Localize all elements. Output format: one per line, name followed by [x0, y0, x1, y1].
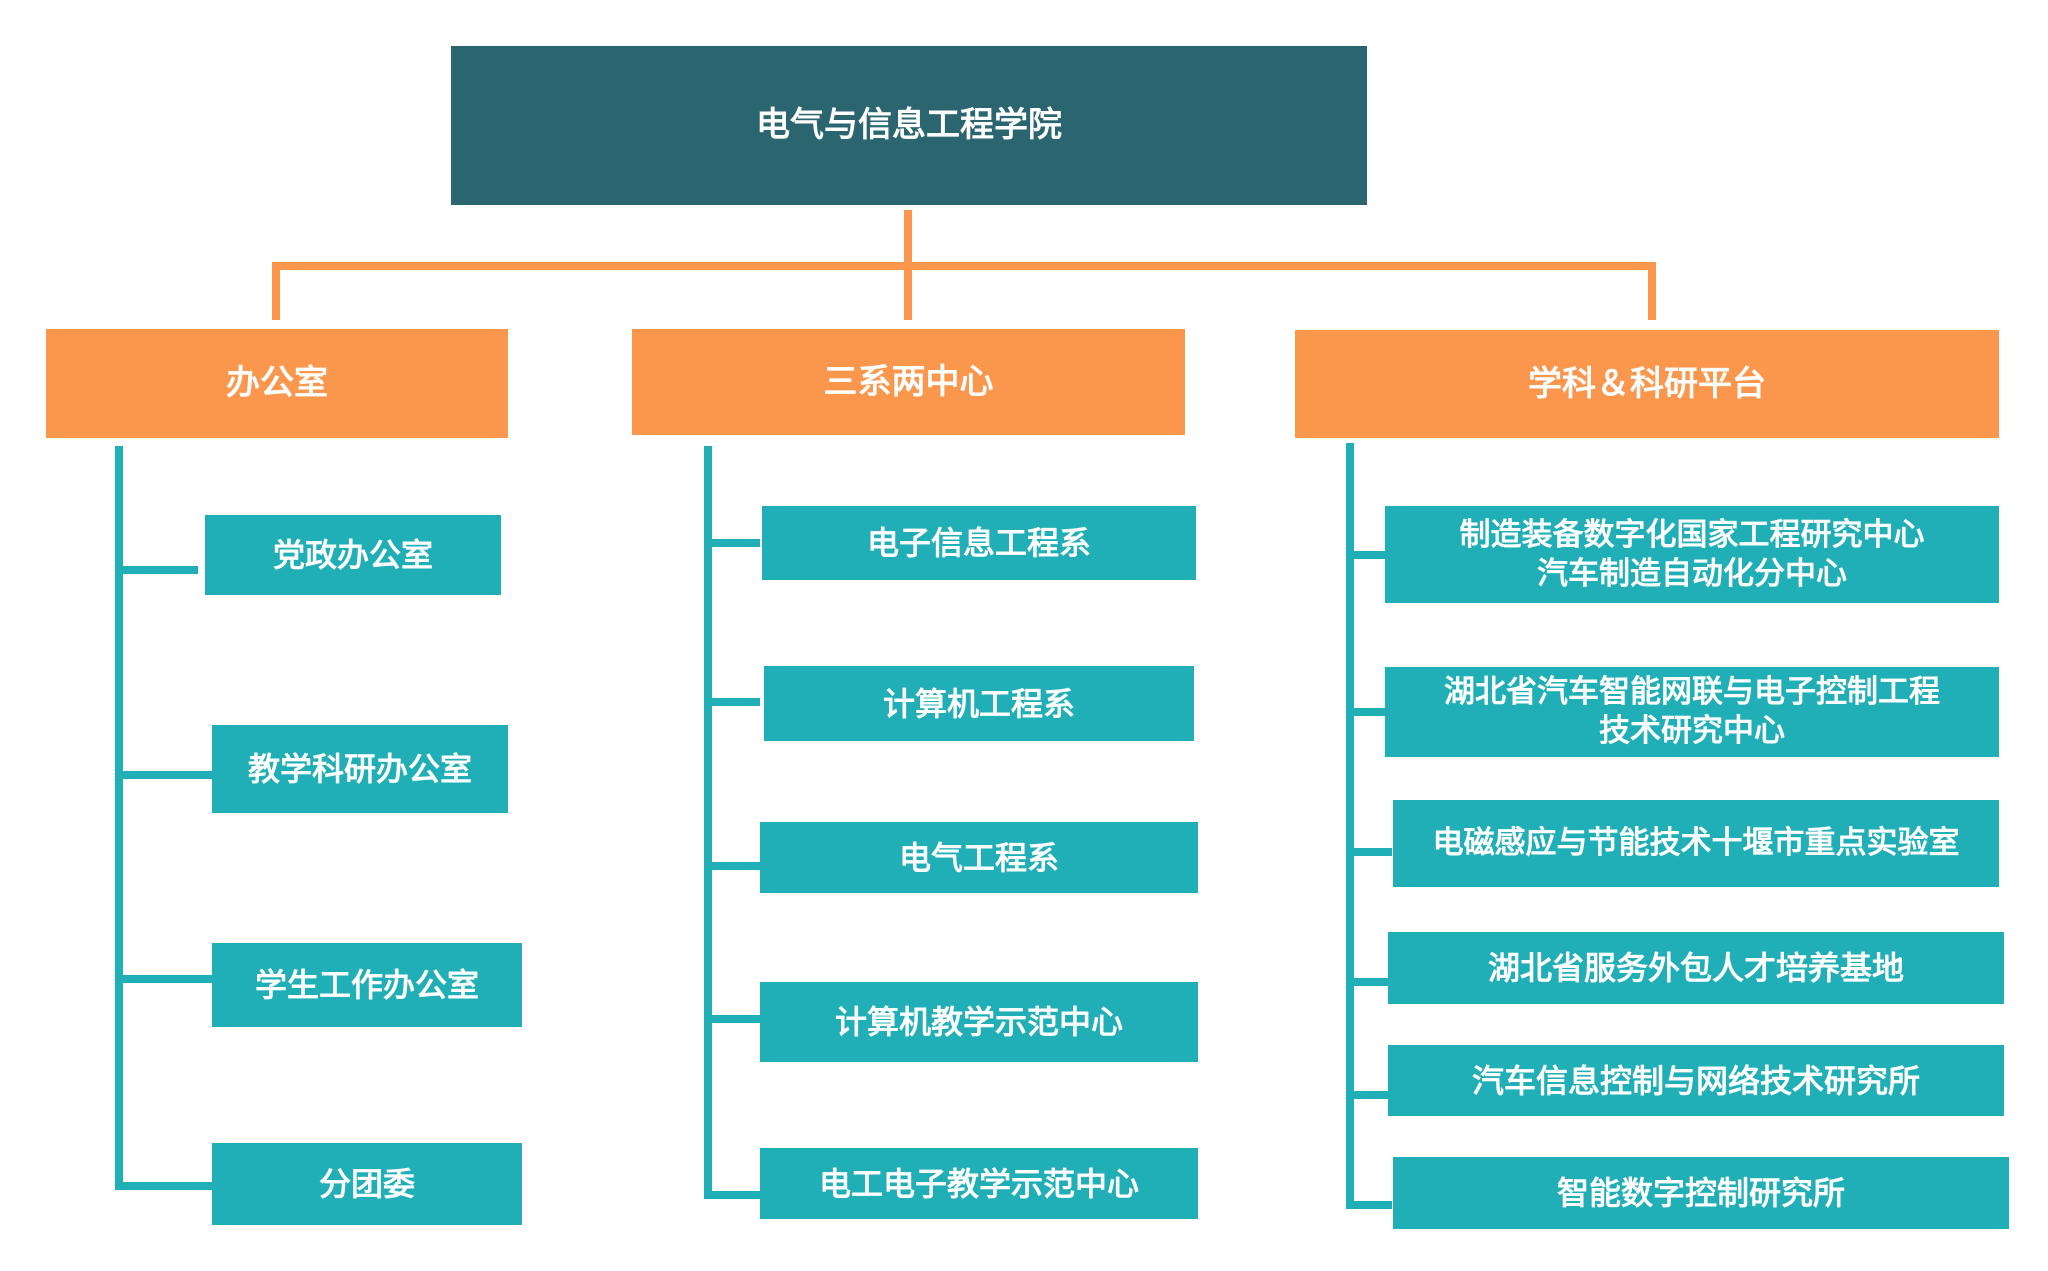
- category-label: 办公室: [226, 363, 328, 404]
- unit-label: 电磁感应与节能技术十堰市重点实验室: [1432, 825, 1960, 862]
- unit-node: 电气工程系: [760, 822, 1198, 893]
- root-connectors: [272, 210, 1656, 320]
- category-label: 学科＆科研平台: [1528, 363, 1766, 404]
- category-label: 三系两中心: [823, 361, 994, 402]
- root-label: 电气与信息工程学院: [756, 105, 1062, 146]
- unit-node: 计算机工程系: [764, 666, 1194, 741]
- root-branch-line: [272, 262, 1656, 320]
- category-node-office: 办公室: [46, 329, 508, 438]
- unit-label: 电子信息工程系: [866, 524, 1091, 562]
- unit-label: 计算机教学示范中心: [834, 1003, 1123, 1041]
- unit-label: 党政办公室: [272, 536, 433, 574]
- unit-node: 电磁感应与节能技术十堰市重点实验室: [1393, 800, 1999, 887]
- category-node-platforms: 学科＆科研平台: [1295, 330, 1999, 438]
- root-node: 电气与信息工程学院: [451, 46, 1367, 205]
- unit-node: 湖北省服务外包人才培养基地: [1388, 932, 2004, 1004]
- unit-label: 计算机工程系: [882, 684, 1075, 723]
- unit-node: 党政办公室: [205, 515, 501, 595]
- unit-node: 分团委: [212, 1143, 522, 1225]
- unit-label: 学生工作办公室: [254, 966, 479, 1004]
- unit-node: 制造装备数字化国家工程研究中心 汽车制造自动化分中心: [1385, 506, 1999, 603]
- unit-node: 教学科研办公室: [212, 725, 508, 813]
- unit-node: 电子信息工程系: [762, 506, 1196, 580]
- unit-label-line2: 汽车制造自动化分中心: [1537, 555, 1847, 592]
- unit-label: 制造装备数字化国家工程研究中心: [1459, 516, 1925, 553]
- unit-node: 学生工作办公室: [212, 943, 522, 1027]
- category-node-departments: 三系两中心: [632, 329, 1185, 435]
- unit-label: 湖北省汽车智能网联与电子控制工程: [1444, 674, 1940, 711]
- unit-label: 湖北省服务外包人才培养基地: [1487, 949, 1904, 987]
- unit-connectors: [115, 443, 1392, 1209]
- unit-node: 计算机教学示范中心: [760, 982, 1198, 1062]
- unit-label: 智能数字控制研究所: [1556, 1174, 1845, 1212]
- unit-label-line2: 技术研究中心: [1599, 713, 1785, 749]
- unit-node: 电工电子教学示范中心: [760, 1148, 1198, 1219]
- unit-node: 汽车信息控制与网络技术研究所: [1388, 1045, 2004, 1116]
- unit-label: 分团委: [318, 1165, 415, 1203]
- unit-label: 教学科研办公室: [247, 750, 472, 788]
- unit-node: 智能数字控制研究所: [1393, 1157, 2009, 1229]
- unit-node: 湖北省汽车智能网联与电子控制工程 技术研究中心: [1385, 667, 1999, 757]
- unit-label: 汽车信息控制与网络技术研究所: [1471, 1061, 1920, 1100]
- unit-label: 电气工程系: [898, 838, 1059, 877]
- unit-label: 电工电子教学示范中心: [818, 1164, 1139, 1203]
